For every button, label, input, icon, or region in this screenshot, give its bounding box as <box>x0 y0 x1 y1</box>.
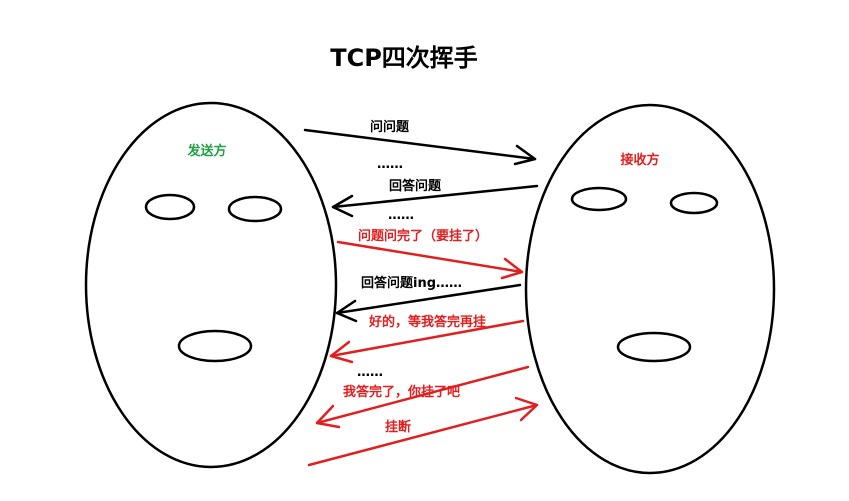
message-label: 问问题 <box>370 119 410 135</box>
message-label: …… <box>388 208 414 223</box>
arrow-answer-question <box>331 184 539 218</box>
page-title: TCP四次挥手 <box>330 44 478 72</box>
message-label: …… <box>377 157 403 172</box>
sender-face: 发送方 <box>84 101 338 469</box>
arrow-ok-wait <box>329 319 525 364</box>
message-label: …… <box>357 365 383 380</box>
receiver-label: 接收方 <box>620 152 659 168</box>
arrow-finished-hang-up <box>315 365 530 429</box>
message-label: 我答完了，你挂了吧 <box>343 384 460 400</box>
arrow-hang-up <box>307 396 539 467</box>
receiver-mouth <box>616 331 692 363</box>
sender-right-eye <box>227 195 283 223</box>
message-label: 问题问完了（要挂了） <box>358 228 488 244</box>
receiver-head <box>524 103 776 475</box>
message-label: 回答问题 <box>389 178 442 194</box>
arrow-done-asking <box>336 240 524 280</box>
arrow-ask-question <box>303 128 537 166</box>
receiver-left-eye <box>570 186 628 212</box>
message-label: 好的，等我答完再挂 <box>368 314 486 330</box>
sender-mouth <box>177 329 253 363</box>
receiver-right-eye <box>669 191 719 215</box>
message-label: 回答问题ing…… <box>361 275 462 291</box>
sender-left-eye <box>144 193 196 221</box>
sender-label: 发送方 <box>186 143 226 159</box>
sender-head <box>84 101 338 469</box>
arrow-answering-ing <box>335 283 522 323</box>
message-label: 挂断 <box>385 419 411 435</box>
receiver-face: 接收方 <box>524 103 776 475</box>
